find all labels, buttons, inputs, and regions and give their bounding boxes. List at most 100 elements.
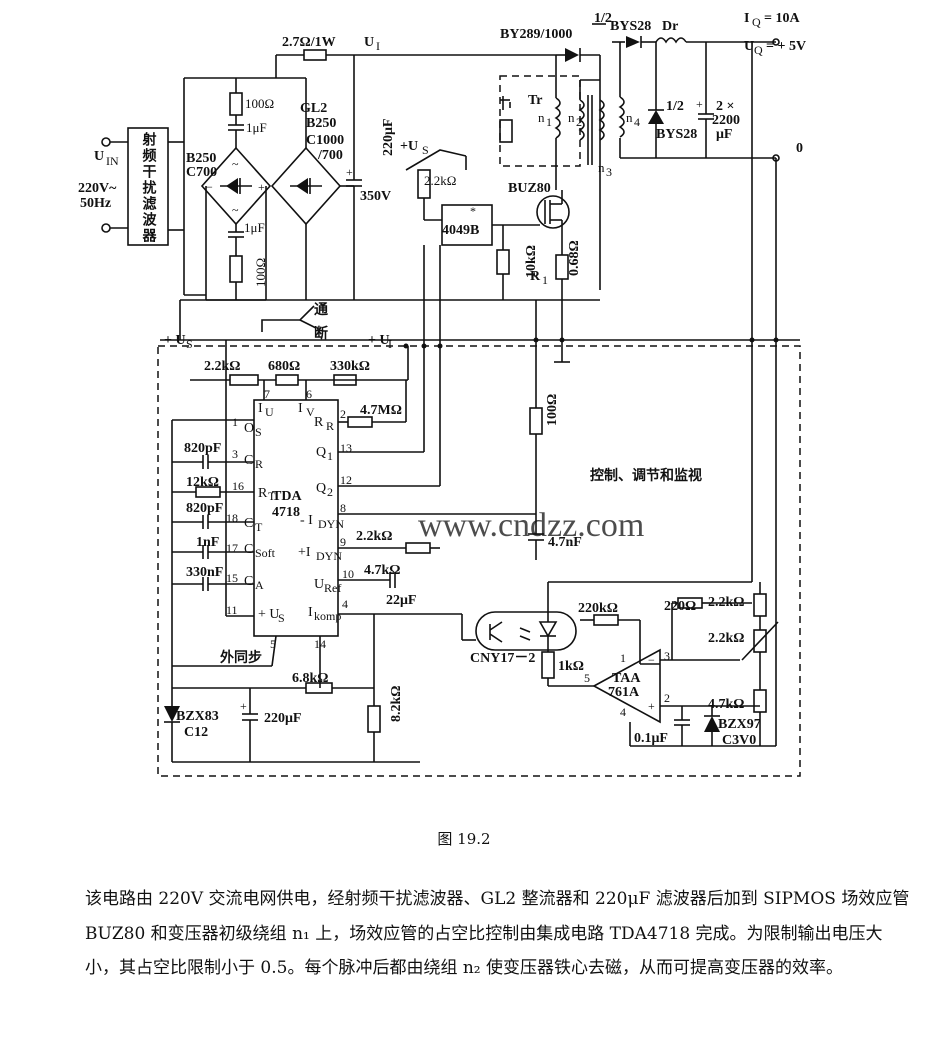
switch-on-label: 通 bbox=[314, 302, 328, 318]
type-label: B250 bbox=[306, 116, 336, 131]
ivr-sub-label: V bbox=[306, 405, 315, 419]
name-label: GL2 bbox=[300, 101, 327, 116]
star-label: * bbox=[470, 204, 476, 218]
c-820-label: 820pF bbox=[184, 441, 221, 456]
csoft-label: C bbox=[244, 542, 253, 557]
r-12k-label: 12kΩ bbox=[186, 475, 219, 490]
dc-bus: 2.7Ω/1W U I + 220μF 350V bbox=[179, 35, 600, 340]
us-sub-label: S bbox=[278, 611, 285, 625]
r-068-label: 0.68Ω bbox=[567, 240, 582, 276]
oa2-label: 2 bbox=[664, 691, 670, 705]
figure-description: 该电路由 220V 交流电网供电，经射频干扰滤波器、GL2 整流器和 220μF… bbox=[85, 889, 910, 978]
label-label: + bbox=[696, 97, 703, 111]
r-2k2-a-label: 2.2kΩ bbox=[204, 359, 241, 374]
c-820b-label: 820pF bbox=[186, 501, 223, 516]
p9-label: 9 bbox=[340, 535, 346, 549]
p1-label: 1 bbox=[232, 415, 238, 429]
ca-sub-label: A bbox=[255, 578, 264, 592]
opamp-label: TAA bbox=[612, 671, 641, 686]
uref-sub-label: Ref bbox=[324, 581, 341, 595]
iq-label: I bbox=[744, 11, 749, 26]
p17-label: 17 bbox=[226, 541, 238, 555]
uq-val-label: = + 5V bbox=[766, 39, 806, 54]
control-rails: + U S 通 断 + U I bbox=[160, 300, 800, 408]
q1-sub-label: 1 bbox=[327, 449, 333, 463]
rr-label: R bbox=[314, 415, 324, 430]
r-4m7-label: 4.7MΩ bbox=[360, 403, 402, 418]
r-220-label: 220Ω bbox=[664, 599, 696, 614]
c-bot-label: 1μF bbox=[244, 220, 265, 235]
oa4-label: 4 bbox=[620, 705, 626, 719]
opto-label: CNY17－2 bbox=[470, 651, 535, 666]
z2b-label: C3V0 bbox=[722, 733, 756, 748]
gate-ic-label: 4049B bbox=[442, 223, 479, 238]
p11-label: 11 bbox=[226, 603, 238, 617]
r-8k2-label: 8.2kΩ bbox=[389, 686, 404, 723]
r-100-label: 100Ω bbox=[545, 394, 560, 426]
bridge1-name: B250 bbox=[186, 151, 216, 166]
c-1n-label: 1nF bbox=[196, 535, 219, 550]
transformer-section: BY289/1000 Tr n 1 n 2 n 3 bbox=[499, 27, 612, 290]
diode-d1-label: BY289/1000 bbox=[500, 27, 572, 42]
oa-minus-label: − bbox=[648, 653, 655, 667]
oa-plus-label: + bbox=[648, 699, 655, 713]
p13-label: 13 bbox=[340, 441, 352, 455]
r-6k8-label: 6.8kΩ bbox=[292, 671, 329, 686]
n1-label: n bbox=[538, 110, 545, 125]
p5-label: 5 bbox=[270, 637, 276, 651]
label-label: − bbox=[206, 180, 213, 194]
r1-sub-label: 1 bbox=[542, 273, 548, 287]
r-220k-label: 220kΩ bbox=[578, 601, 618, 616]
rating-label: C700 bbox=[186, 165, 217, 180]
label-label: + bbox=[240, 699, 247, 713]
uin-label: U bbox=[94, 149, 104, 164]
figure-caption: 图 19.2 bbox=[437, 830, 491, 848]
q2-label: Q bbox=[316, 481, 326, 496]
n4-label: n bbox=[626, 110, 633, 125]
csoft-sub-label: Soft bbox=[255, 546, 276, 560]
label-label: + bbox=[346, 165, 353, 179]
p10-label: 10 bbox=[342, 567, 354, 581]
r-series-label: 2.7Ω/1W bbox=[282, 35, 336, 50]
current-sense: 100Ω 4.7nF 控制、调节和监视 bbox=[528, 394, 702, 560]
r-2k2-b-label: 2.2kΩ bbox=[356, 529, 393, 544]
input-voltage: 220V~ bbox=[78, 181, 117, 196]
us-left-sub-label: S bbox=[186, 337, 193, 351]
r-2k2-gate-label: 2.2kΩ bbox=[424, 173, 456, 188]
r-1k-label: 1kΩ bbox=[558, 659, 584, 674]
rt-sub-label: T bbox=[268, 489, 276, 503]
r1-label: R bbox=[530, 269, 541, 284]
bridge-rectifier-1: 100Ω 1μF B250 C700 ~ ~ − + 1μF 100Ω bbox=[186, 78, 274, 301]
label-label: ~ bbox=[232, 203, 239, 217]
uref-label: U bbox=[314, 577, 324, 592]
c-330n-label: 330nF bbox=[186, 565, 223, 580]
rating2-label: /700 bbox=[317, 148, 343, 163]
idyn-m-label: - I bbox=[300, 513, 313, 528]
uin-sub: IN bbox=[106, 154, 119, 168]
c-220u-label: 220μF bbox=[264, 711, 302, 726]
output-section: 1/2 BYS28 Dr n 4 I Q = 10A U Q = + 5V 1/… bbox=[592, 11, 806, 340]
idyn-m-sub-label: DYN bbox=[318, 517, 344, 531]
p4-label: 4 bbox=[342, 597, 348, 611]
control-box bbox=[157, 345, 801, 777]
label-label: 2 bbox=[576, 115, 582, 129]
label-label: ~ bbox=[232, 157, 239, 171]
bys28-bot-label: BYS28 bbox=[656, 127, 697, 142]
z1-label: BZX83 bbox=[176, 709, 219, 724]
ct-label: C bbox=[244, 516, 253, 531]
r-330k-label: 330kΩ bbox=[330, 359, 370, 374]
control-label: 控制、调节和监视 bbox=[590, 467, 702, 484]
q2-sub-label: 2 bbox=[327, 485, 333, 499]
idyn-p-label: +I bbox=[298, 545, 311, 560]
p15-label: 15 bbox=[226, 571, 238, 585]
iq-sub-label: Q bbox=[752, 15, 761, 29]
n2-label: n bbox=[568, 110, 575, 125]
feedback-section: CNY17－2 1kΩ 5 220kΩ TAA 761A 1 4 − + 3 2… bbox=[461, 340, 779, 748]
bys28-top-label: BYS28 bbox=[610, 19, 651, 34]
gate-drive: +U S 2.2kΩ 4049B * BUZ80 R 1 0.68Ω 10kΩ bbox=[400, 139, 582, 346]
p8-label: 8 bbox=[340, 501, 346, 515]
c-22u-label: 22μF bbox=[386, 593, 417, 608]
p3-label: 3 bbox=[232, 447, 238, 461]
ui-plus-label: + U bbox=[368, 333, 390, 348]
rt-label: R bbox=[258, 486, 268, 501]
